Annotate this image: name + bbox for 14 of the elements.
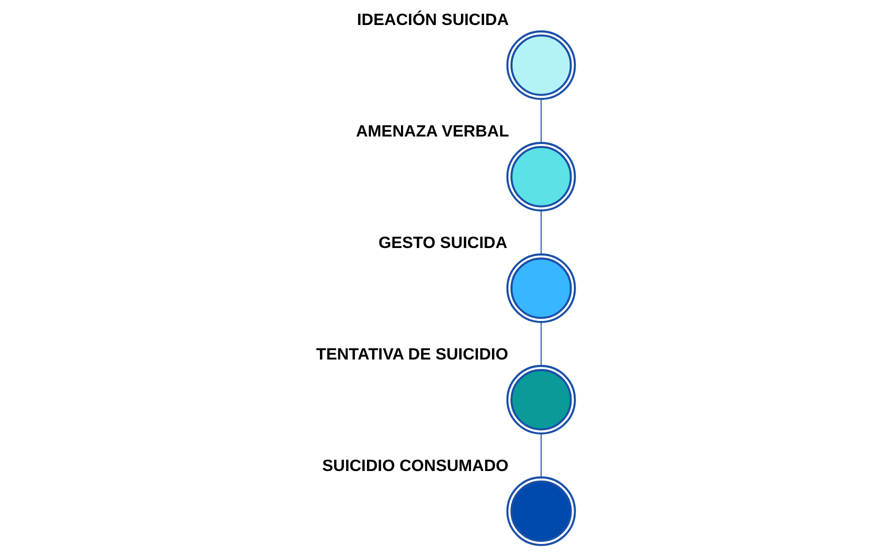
- node-label: AMENAZA VERBAL: [356, 122, 509, 141]
- node-circle: [506, 364, 576, 434]
- connector: [540, 210, 542, 254]
- node-circle: [506, 476, 576, 546]
- connector: [540, 99, 542, 143]
- node-label: TENTATIVA DE SUICIDIO: [316, 346, 508, 364]
- node-label: GESTO SUICIDA: [378, 234, 508, 252]
- node-circle: [506, 142, 576, 212]
- node-label: SUICIDIO CONSUMADO: [322, 457, 509, 476]
- node-label: IDEACIÓN SUICIDA: [357, 11, 509, 30]
- connector: [540, 434, 542, 478]
- connector: [540, 322, 542, 366]
- node-circle: [506, 30, 576, 100]
- node-circle: [506, 253, 576, 323]
